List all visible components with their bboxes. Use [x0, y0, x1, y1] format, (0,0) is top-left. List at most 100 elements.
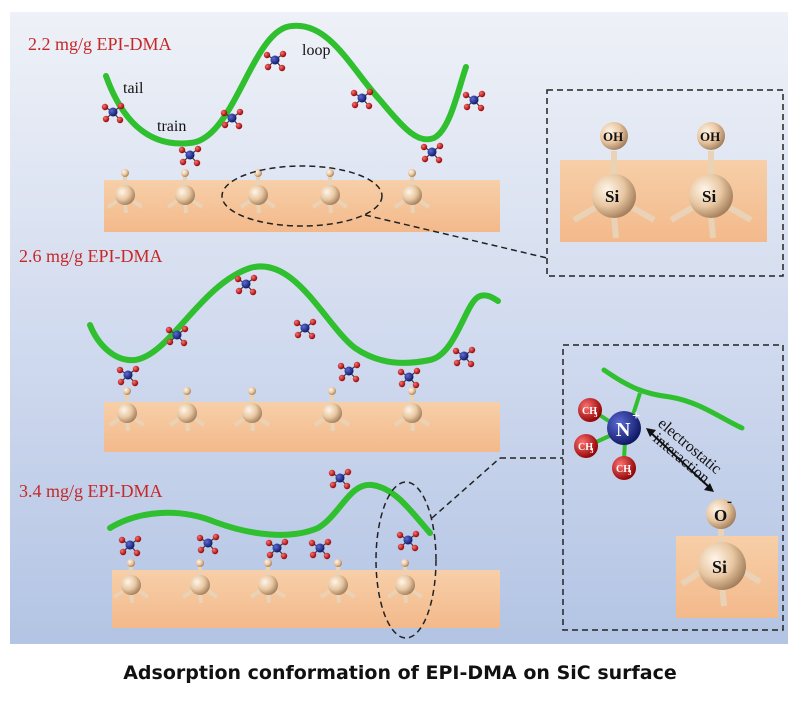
- nitrogen-atom-small: [125, 540, 135, 550]
- methyl-atom: [294, 331, 302, 339]
- quaternary-ammonium-group: [462, 90, 486, 112]
- surface-si-atom: [168, 387, 206, 432]
- methyl-atom: [132, 365, 140, 373]
- methyl-atom: [344, 468, 352, 476]
- connector-line-3: [431, 457, 501, 519]
- nitrogen-atom-small: [403, 535, 413, 545]
- methyl-atom: [397, 543, 405, 551]
- methyl-atom: [266, 551, 274, 559]
- silicon-atom-inset-bottom: [698, 542, 746, 590]
- nitrogen-atom-small: [272, 543, 282, 553]
- panel-3-label: 3.4 mg/g EPI-DMA: [19, 481, 163, 501]
- panel-1-label: 2.2 mg/g EPI-DMA: [28, 34, 172, 54]
- si-bond-left: [669, 203, 697, 223]
- quaternary-ammonium-group: [337, 361, 361, 383]
- methyl-subscript: 3: [590, 447, 594, 455]
- h-atom: [183, 387, 191, 395]
- nitrogen-atom-small: [344, 366, 354, 376]
- methyl-atom: [181, 325, 189, 333]
- silicon-symbol-inset-top: Si: [605, 187, 619, 206]
- inset-top-surface: [560, 160, 767, 242]
- methyl-atom: [435, 156, 443, 164]
- nitrogen-atom-small: [335, 473, 345, 483]
- annotation-tail: tail: [123, 80, 144, 97]
- si-atom: [121, 575, 141, 595]
- polymer-chain-2: [87, 263, 501, 366]
- oxygen-symbol: O: [714, 506, 727, 525]
- nitrogen-atom-small: [241, 279, 251, 289]
- quaternary-ammonium-group: [234, 274, 258, 296]
- nitrogen-atom-small: [404, 372, 414, 382]
- methyl-atom: [352, 375, 360, 383]
- h-atom: [401, 559, 409, 567]
- si-atom: [402, 403, 422, 423]
- methyl-atom: [131, 379, 139, 387]
- methyl-atom: [413, 367, 421, 375]
- si-bond-left: [572, 203, 600, 223]
- surface-si-atom: [239, 169, 277, 214]
- si-bond-right: [628, 203, 656, 223]
- nitrogen-atom-small: [315, 543, 325, 553]
- h-atom: [127, 559, 135, 567]
- arrow-head-end: [704, 483, 714, 492]
- methyl-atom: [366, 88, 374, 96]
- methyl-atom: [453, 359, 461, 367]
- quaternary-ammonium-group: [396, 530, 420, 552]
- quaternary-ammonium-group: [265, 538, 289, 560]
- nitrogen-atom-small: [427, 147, 437, 157]
- methyl-atom: [309, 551, 317, 559]
- nitrogen-atom: [607, 411, 641, 445]
- methyl-atom: [421, 155, 429, 163]
- methyl-atom: [196, 534, 204, 542]
- quaternary-ammonium-group: [452, 346, 476, 368]
- methyl-atom: [293, 319, 301, 327]
- surface-si-atom: [386, 559, 424, 604]
- quaternary-ammonium-group: [165, 325, 189, 347]
- methyl-atom: [234, 275, 242, 283]
- methyl-atom: [101, 103, 109, 111]
- methyl-atom: [116, 116, 124, 124]
- h-atom: [196, 559, 204, 567]
- quaternary-ammonium-group: [350, 88, 374, 110]
- si-atom: [402, 185, 422, 205]
- quaternary-ammonium-group: [118, 535, 142, 557]
- surface-si-atom: [393, 387, 431, 432]
- methyl-atom: [279, 50, 287, 58]
- methyl-atom: [337, 362, 345, 370]
- annotation-loop: loop: [302, 42, 330, 59]
- methyl-atom: [179, 158, 187, 166]
- surface-si-atom: [106, 169, 144, 214]
- quaternary-ammonium-group: [397, 367, 421, 389]
- sic-surface-1: [104, 180, 500, 232]
- si-atom: [177, 403, 197, 423]
- methyl-symbol: CH: [578, 442, 593, 453]
- h-atom: [181, 169, 189, 177]
- methyl-atom: [365, 102, 373, 110]
- methyl-atom: [119, 548, 127, 556]
- polymer-chain-1: [103, 22, 469, 147]
- methyl-symbol: CH: [582, 406, 597, 417]
- methyl-atom: [134, 535, 142, 543]
- si-atom: [190, 575, 210, 595]
- nitrogen-atom-small: [469, 95, 479, 105]
- figure-caption: Adsorption conformation of EPI-DMA on Si…: [123, 662, 677, 684]
- sic-surface-2: [104, 402, 500, 452]
- nitrogen-symbol: N: [616, 419, 631, 441]
- si-bond-down: [708, 215, 716, 239]
- quaternary-ammonium-group: [308, 538, 332, 560]
- si-atom: [258, 575, 278, 595]
- highlight-ellipse-3: [375, 481, 437, 639]
- inset-top-frame: [546, 89, 784, 277]
- silicon-symbol-inset-bottom: Si: [712, 557, 727, 577]
- methyl-atom: [452, 347, 460, 355]
- quaternary-ammonium-group: [101, 102, 125, 124]
- nitrogen-atom-small: [185, 150, 195, 160]
- highlight-ellipse-1: [221, 165, 383, 227]
- oxygen-atom-oh: [600, 122, 628, 150]
- quaternary-ammonium-group: [293, 318, 317, 340]
- methyl-atom: [117, 378, 125, 386]
- methyl-atom: [350, 89, 358, 97]
- methyl-atom: [278, 64, 286, 72]
